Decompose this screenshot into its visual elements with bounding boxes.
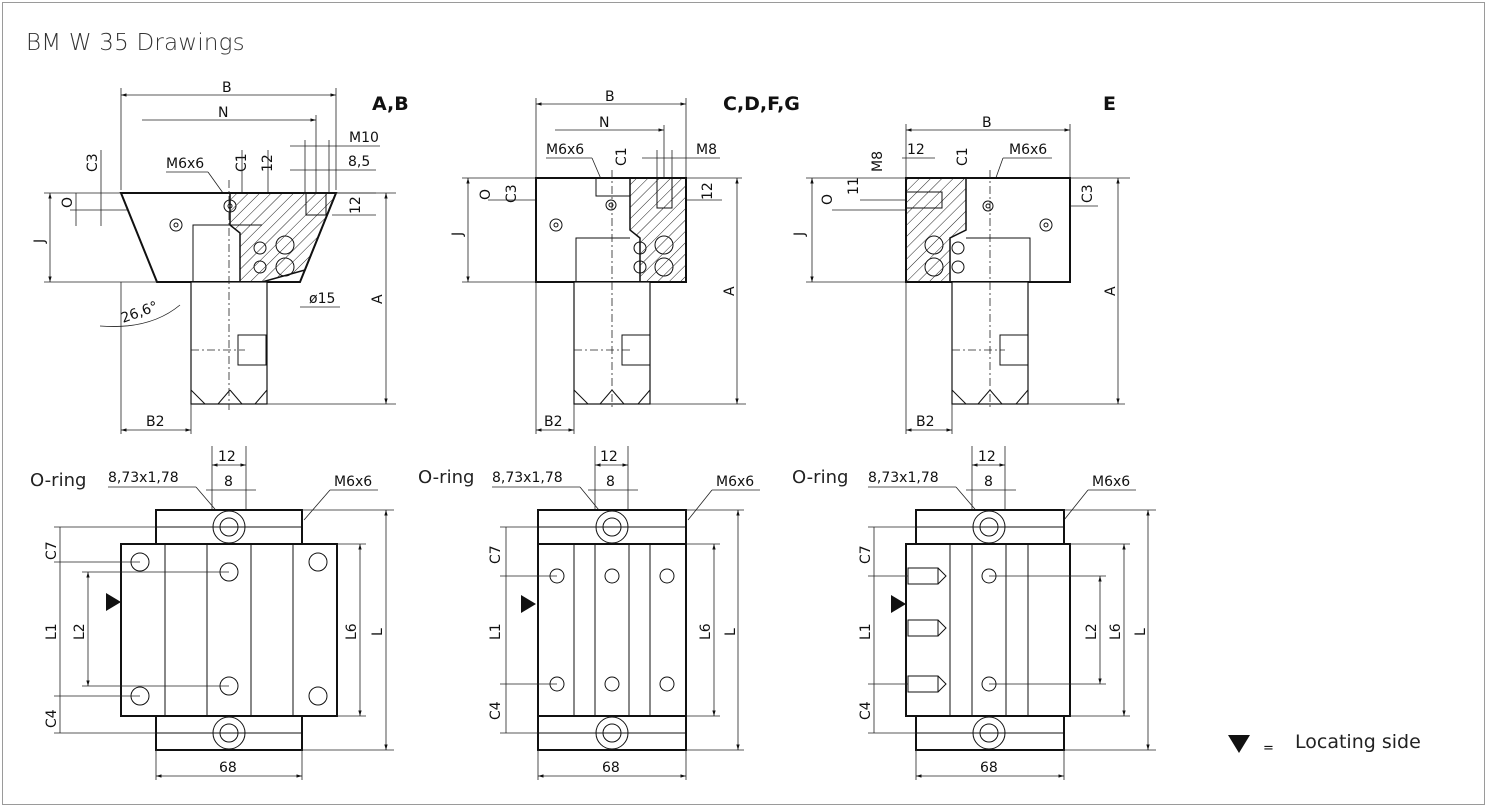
dim-b-e: B	[982, 115, 992, 131]
plan-view-cdfg: O-ring 8,73x1,78 12 8 M6x6 C7 L1 C4	[418, 446, 760, 780]
plan-l2-1: L2	[72, 623, 88, 640]
dim-m8-e: M8	[870, 151, 886, 172]
variant-label-ab: A,B	[372, 93, 409, 115]
plan-l1-3: L1	[858, 623, 874, 640]
plan-c4-3: C4	[858, 701, 874, 720]
plan-l-1: L	[370, 628, 386, 636]
page-title: BM W 35 Drawings	[26, 30, 245, 56]
plan-c7-3: C7	[858, 545, 874, 564]
dim-12-e: 12	[907, 142, 925, 158]
end-view-cdfg: C,D,F,G B N M6x6 C1 M8 12 O C3 J	[450, 89, 800, 434]
end-view-ab: A,B B N M10 8,5 C3 O J C1 12 12 M6x6	[32, 80, 409, 434]
dim-phi15-ab: ø15	[309, 291, 335, 307]
dim-n-cdfg: N	[599, 115, 609, 131]
dim-b2-e: B2	[916, 414, 935, 430]
oring-size-2: 8,73x1,78	[492, 470, 563, 486]
dim-b-cdfg: B	[605, 89, 615, 105]
dim-m6-cdfg: M6x6	[546, 142, 584, 158]
dim-12b-ab: 12	[348, 196, 364, 214]
dim-o-ab: O	[60, 197, 76, 208]
dim-o-e: O	[820, 194, 836, 205]
dim-b2-cdfg: B2	[544, 414, 563, 430]
variant-label-e: E	[1103, 93, 1116, 115]
dim-c1-cdfg: C1	[614, 147, 630, 166]
dim-a-e: A	[1103, 286, 1119, 296]
dim-n-ab: N	[218, 105, 228, 121]
plan-l1-2: L1	[488, 623, 504, 640]
dim-a-ab: A	[370, 294, 386, 304]
locating-side-triangle-icon	[106, 593, 121, 611]
plan-12-1: 12	[218, 449, 236, 465]
plan-l6-2: L6	[698, 623, 714, 640]
plan-12-2: 12	[600, 449, 618, 465]
plan-l-3: L	[1133, 628, 1149, 636]
locating-side-triangle-icon	[521, 595, 536, 613]
plan-c4-1: C4	[44, 709, 60, 728]
oring-size-1: 8,73x1,78	[108, 470, 179, 486]
plan-68-2: 68	[602, 760, 620, 776]
plan-68-1: 68	[219, 760, 237, 776]
plan-l6-1: L6	[344, 623, 360, 640]
dim-m8-cdfg: M8	[696, 142, 717, 158]
dim-b-ab: B	[222, 80, 232, 96]
legend-equals: =	[1263, 741, 1274, 756]
plan-c7-2: C7	[488, 545, 504, 564]
oring-size-3: 8,73x1,78	[868, 470, 939, 486]
dim-j-e: J	[792, 232, 808, 237]
legend-text: Locating side	[1295, 731, 1421, 753]
oring-label-3: O-ring	[792, 467, 848, 488]
plan-c7-1: C7	[44, 541, 60, 560]
plan-l2-3: L2	[1084, 623, 1100, 640]
dim-12-cdfg: 12	[700, 182, 716, 200]
dim-c1-e: C1	[955, 147, 971, 166]
plan-8-3: 8	[984, 474, 993, 490]
dim-85-ab: 8,5	[348, 154, 370, 170]
plan-m6-2: M6x6	[716, 474, 754, 490]
dim-b2-ab: B2	[146, 414, 165, 430]
dim-11-e: 11	[846, 177, 862, 195]
end-view-e: E B 12 C1 M6x6 M8 11 O J C3	[792, 93, 1130, 434]
plan-l1-1: L1	[44, 623, 60, 640]
oring-label-1: O-ring	[30, 470, 86, 491]
locating-side-triangle-icon	[1228, 735, 1250, 753]
dim-a-cdfg: A	[722, 286, 738, 296]
locating-side-triangle-icon	[891, 595, 906, 613]
dim-j-ab: J	[32, 239, 48, 244]
dim-c3-cdfg: C3	[504, 184, 520, 203]
plan-l6-3: L6	[1108, 623, 1124, 640]
plan-8-2: 8	[606, 474, 615, 490]
legend: = Locating side	[1228, 731, 1421, 756]
plan-8-1: 8	[224, 474, 233, 490]
plan-68-3: 68	[980, 760, 998, 776]
plan-m6-1: M6x6	[334, 474, 372, 490]
dim-c3-ab: C3	[85, 153, 101, 172]
plan-m6-3: M6x6	[1092, 474, 1130, 490]
dim-m6-e: M6x6	[1009, 142, 1047, 158]
plan-view-e: O-ring 8,73x1,78 12 8 M6x6 C7 L1 C4	[792, 446, 1156, 780]
plan-l-2: L	[723, 628, 739, 636]
dim-m10-ab: M10	[349, 130, 379, 146]
plan-view-ab: O-ring 8,73x1,78 12 8 M6x6	[30, 446, 394, 780]
variant-label-cdfg: C,D,F,G	[723, 93, 800, 115]
dim-angle-ab: 26,6°	[119, 299, 160, 327]
plan-12-3: 12	[978, 449, 996, 465]
dim-m6-ab: M6x6	[166, 156, 204, 172]
dim-o-cdfg: O	[478, 189, 494, 200]
plan-c4-2: C4	[488, 701, 504, 720]
dim-j-cdfg: J	[450, 232, 466, 237]
oring-label-2: O-ring	[418, 467, 474, 488]
dim-c3-e: C3	[1080, 184, 1096, 203]
